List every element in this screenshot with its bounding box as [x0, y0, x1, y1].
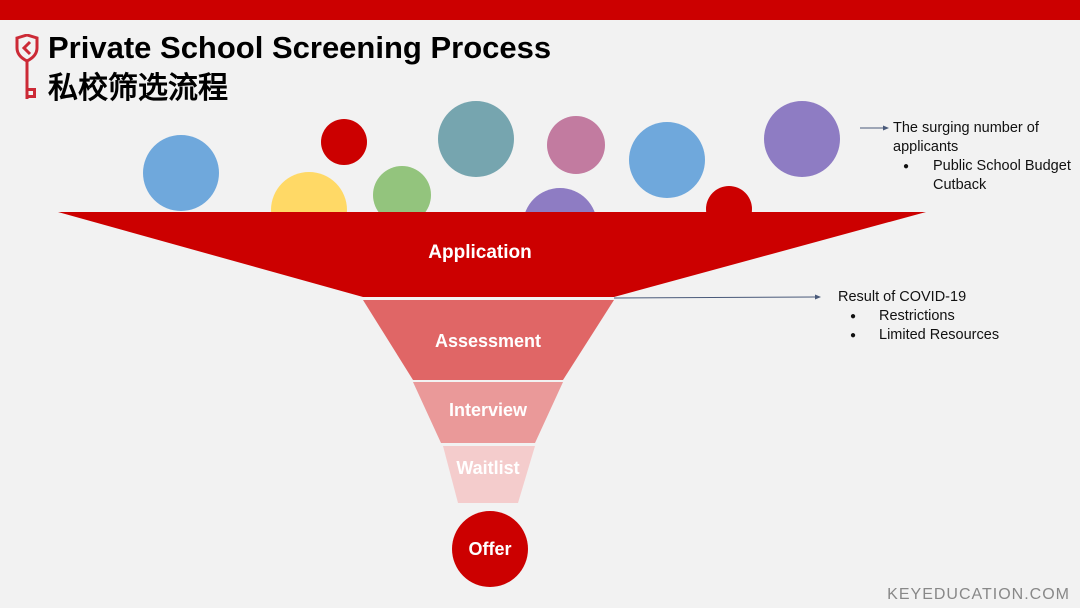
- note-covid-bullet: Limited Resources: [838, 326, 1038, 345]
- stage-label-interview: Interview: [449, 400, 528, 420]
- bullet-text: Restrictions: [879, 308, 955, 324]
- page-title: Private School Screening Process: [48, 30, 552, 65]
- stage-label-offer: Offer: [468, 539, 511, 559]
- stage-label-application: Application: [428, 242, 531, 263]
- note-covid: Result of COVID-19 Restrictions Limited …: [838, 288, 1038, 345]
- applicant-circle: [764, 101, 840, 177]
- note-applicants: The surging number of applicants ●Public…: [893, 119, 1073, 195]
- stage-label-assessment: Assessment: [435, 331, 541, 351]
- arrow-covid: [613, 294, 821, 300]
- applicant-circle: [143, 135, 219, 211]
- applicant-circle: [547, 116, 605, 174]
- applicant-circle: [438, 101, 514, 177]
- note-covid-bullet: Restrictions: [838, 307, 1038, 326]
- bullet-text: Limited Resources: [879, 327, 1000, 343]
- applicant-circle: [629, 122, 705, 198]
- bullet-text: Public School Budget Cutback: [933, 158, 1071, 193]
- funnel-stage-interview: [413, 382, 563, 443]
- page-subtitle: 私校筛选流程: [48, 71, 228, 106]
- key-shield-logo-icon: [15, 34, 39, 99]
- note-covid-heading: Result of COVID-19: [838, 289, 967, 305]
- applicant-circle: [373, 166, 431, 224]
- applicant-circle: [321, 119, 367, 165]
- note-applicants-bullet: ●Public School Budget Cutback: [903, 158, 1071, 193]
- funnel-stage-application: [58, 212, 926, 297]
- note-applicants-heading: The surging number of applicants: [893, 120, 1039, 155]
- footer-brand: KEYEDUCATION.COM: [887, 586, 1070, 603]
- top-accent-bar: [0, 0, 1080, 20]
- offer-circle: [452, 511, 528, 587]
- arrow-applicants: [860, 125, 889, 131]
- funnel-stage-assessment: [363, 300, 614, 380]
- funnel-stage-waitlist: [443, 446, 535, 503]
- stage-label-waitlist: Waitlist: [456, 458, 519, 478]
